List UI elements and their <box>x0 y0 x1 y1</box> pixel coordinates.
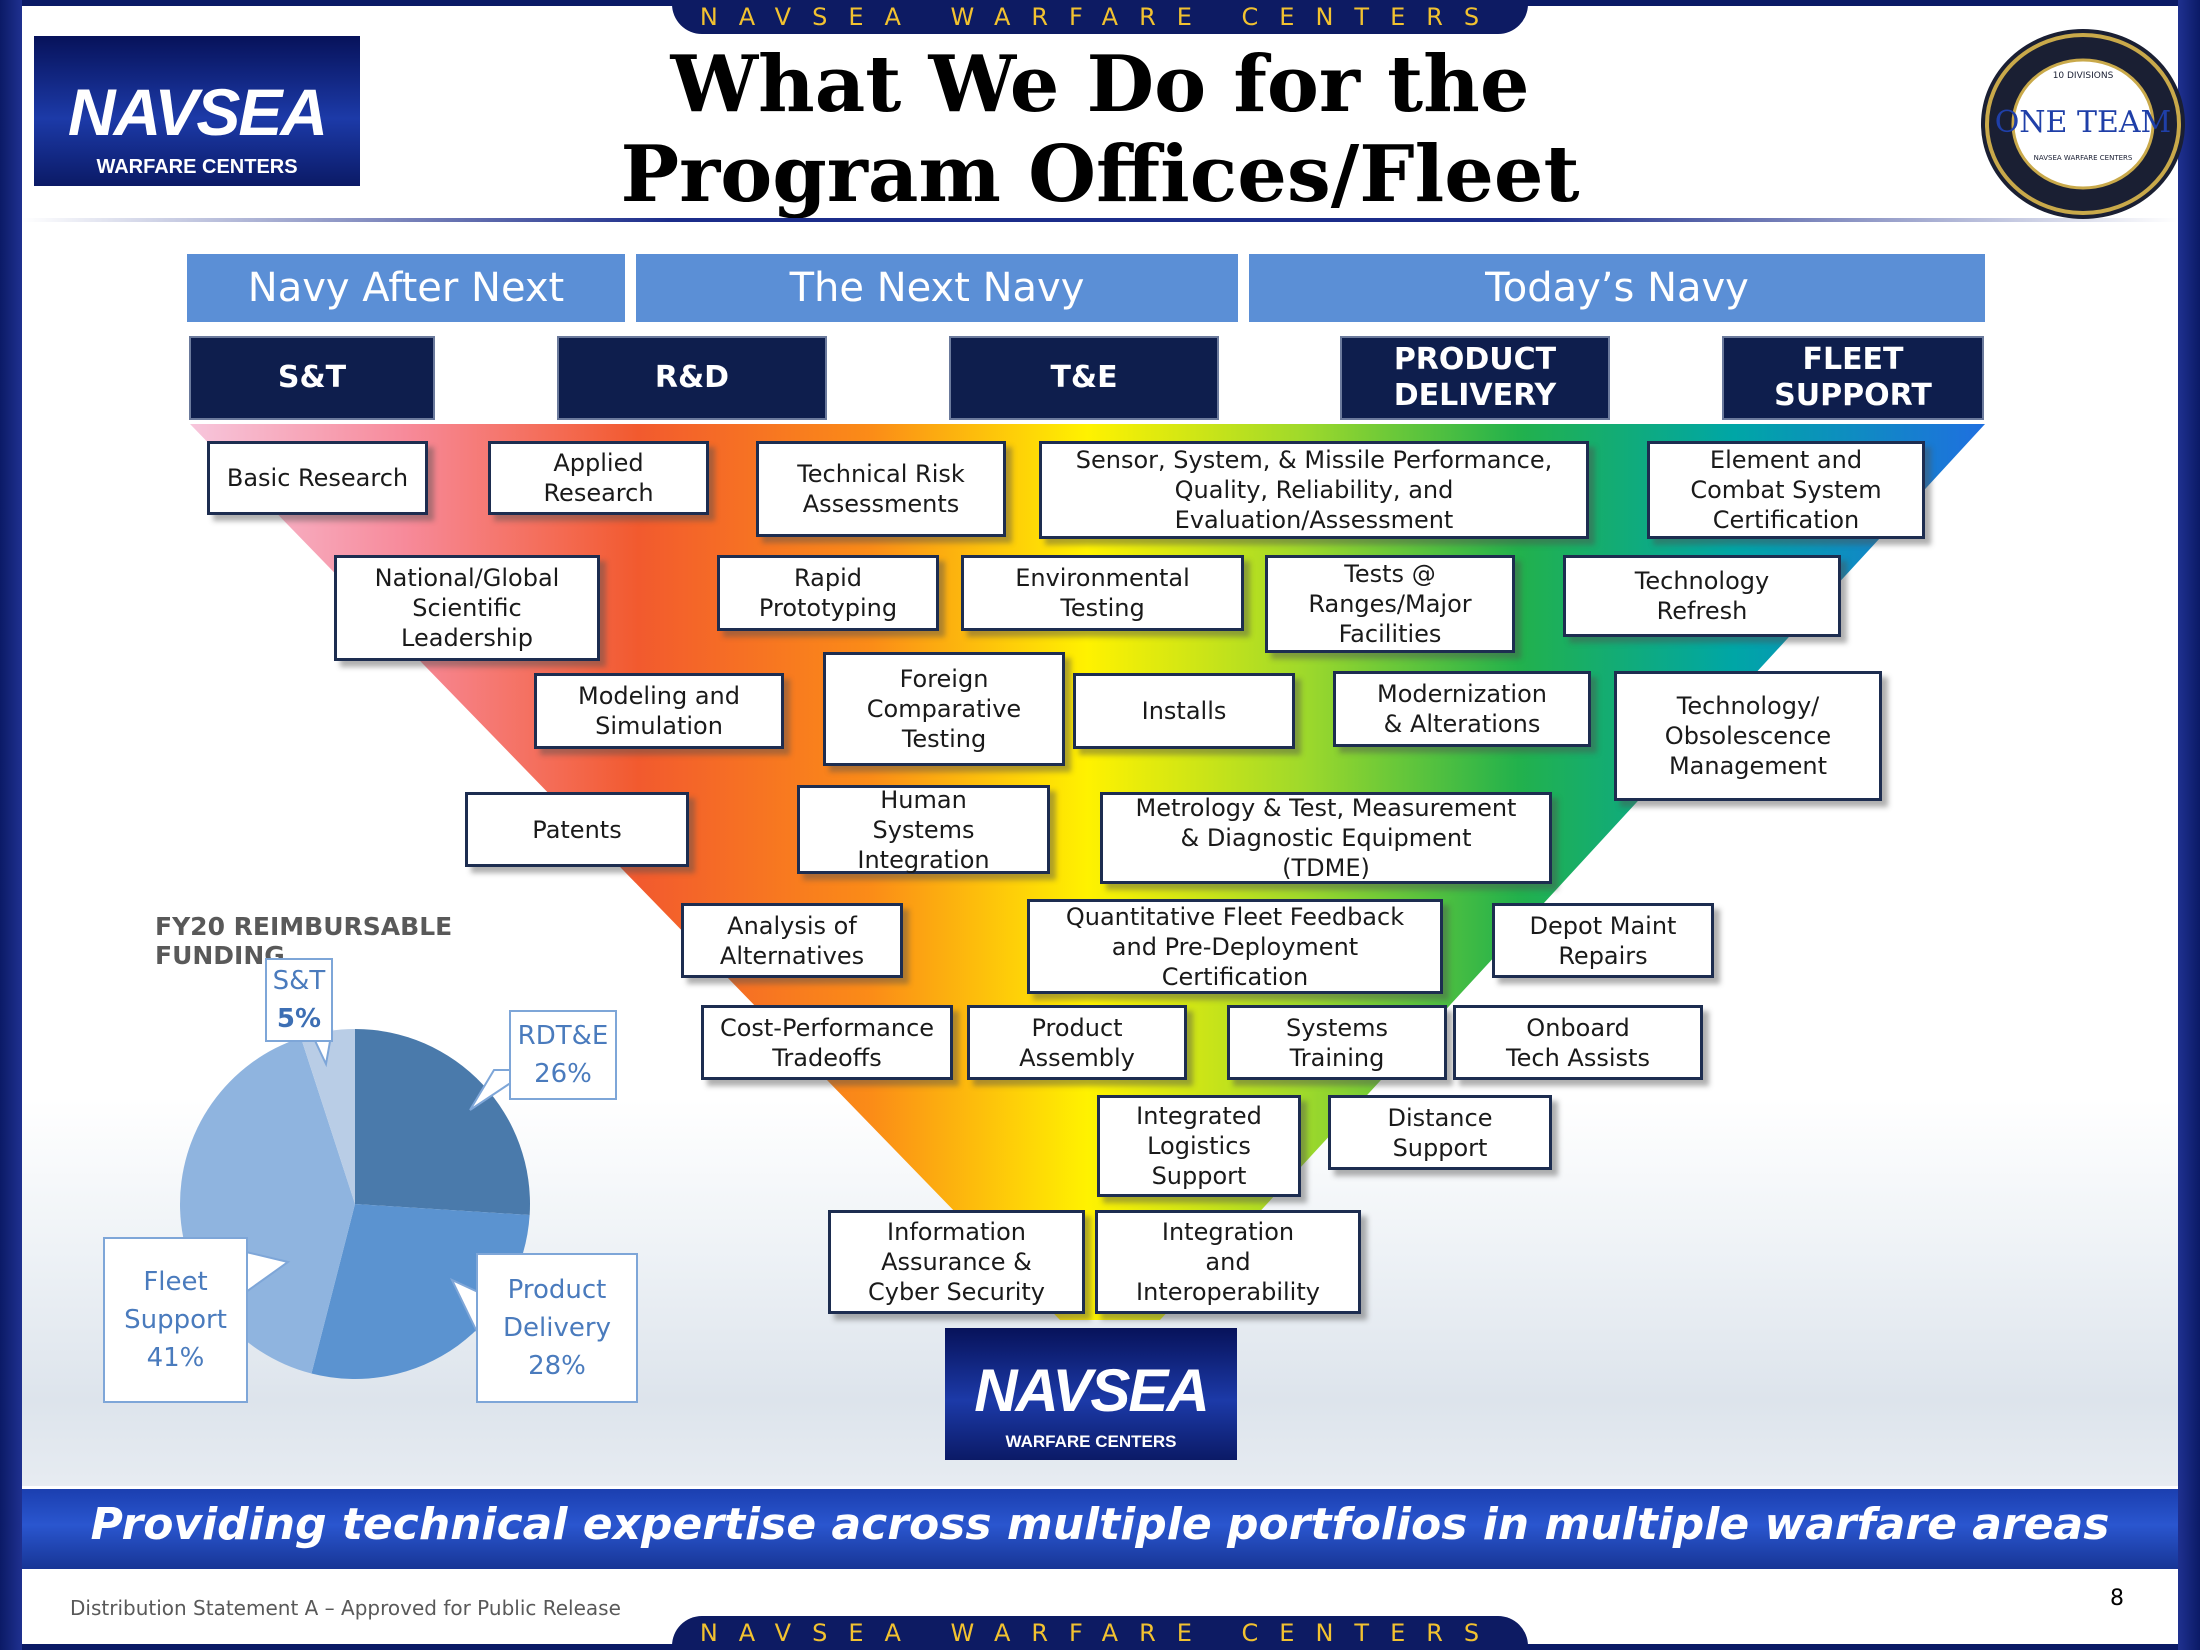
activity-systems-training: Systems Training <box>1227 1005 1447 1080</box>
band-todays-navy: Today’s Navy <box>1249 254 1985 322</box>
activity-depot-maint-repairs: Depot Maint Repairs <box>1492 903 1714 978</box>
title-line-2: Program Offices/Fleet <box>620 129 1580 220</box>
title-divider <box>22 218 2178 222</box>
activity-metrology-tdme: Metrology & Test, Measurement & Diagnost… <box>1100 792 1552 884</box>
activity-distance-support: Distance Support <box>1328 1095 1552 1170</box>
callout-st: S&T 5% <box>265 958 333 1042</box>
bottom-banner: NAVSEA WARFARE CENTERS <box>672 1616 1528 1650</box>
callout-percent: 28% <box>528 1351 586 1381</box>
seal-bottom-text: NAVSEA WARFARE CENTERS <box>2034 154 2133 162</box>
page-number: 8 <box>2110 1586 2124 1611</box>
chart-title: FY20 REIMBURSABLE FUNDING <box>155 912 453 970</box>
stage-label: R&D <box>654 360 730 395</box>
frame-right <box>2178 0 2200 1650</box>
stage-label: T&E <box>1050 360 1118 395</box>
tagline-band <box>22 1486 2178 1572</box>
callout-label-line-2: Support <box>124 1305 227 1335</box>
navsea-logo: NAVSEA WARFARE CENTERS <box>34 36 360 186</box>
activity-foreign-comparative-testing: Foreign Comparative Testing <box>823 652 1065 766</box>
tagline: Providing technical expertise across mul… <box>90 1499 2110 1550</box>
callout-label-line-2: Delivery <box>503 1313 611 1343</box>
callout-rdte: RDT&E 26% <box>509 1010 617 1100</box>
activity-integration-interoperability: Integration and Interoperability <box>1095 1210 1361 1314</box>
callout-label: S&T <box>272 966 326 996</box>
pie-slice-s-t <box>300 1029 355 1204</box>
activity-installs: Installs <box>1073 673 1295 749</box>
logo-subtitle: WARFARE CENTERS <box>96 156 298 178</box>
activity-cost-performance-tradeoffs: Cost-Performance Tradeoffs <box>701 1005 953 1080</box>
band-navy-after-next: Navy After Next <box>187 254 625 322</box>
navsea-logo-bottom: NAVSEA WARFARE CENTERS <box>945 1328 1237 1460</box>
activity-human-systems-integration: Human Systems Integration <box>797 785 1050 874</box>
one-team-seal: 10 DIVISIONS ONE TEAM NAVSEA WARFARE CEN… <box>1981 29 2185 219</box>
page-title: What We Do for the Program Offices/Fleet <box>560 40 1640 220</box>
seal-top-text: 10 DIVISIONS <box>2053 71 2114 81</box>
callout-label-line-1: Product <box>507 1275 607 1305</box>
stage-label-line-2: SUPPORT <box>1774 378 1932 413</box>
frame-left <box>0 0 22 1650</box>
pie-slice-product-delivery <box>311 1204 530 1379</box>
stage-label-line-2: DELIVERY <box>1393 378 1557 413</box>
activity-applied-research: Applied Research <box>488 441 709 515</box>
logo-subtitle: WARFARE CENTERS <box>1005 1432 1177 1451</box>
stage-rd: R&D <box>557 336 827 420</box>
callout-percent: 41% <box>146 1343 205 1373</box>
distribution-statement: Distribution Statement A – Approved for … <box>70 1596 621 1620</box>
logo-wordmark: NAVSEA <box>67 75 328 149</box>
activity-tests-ranges-facilities: Tests @ Ranges/Major Facilities <box>1265 555 1515 653</box>
stage-label-line-1: FLEET <box>1802 342 1904 377</box>
callout-percent: 5% <box>276 1004 322 1034</box>
activity-patents: Patents <box>465 792 689 867</box>
stage-product-delivery: PRODUCT DELIVERY <box>1340 336 1610 420</box>
activity-technical-risk-assessments: Technical Risk Assessments <box>756 441 1006 537</box>
stage-fleet-support: FLEET SUPPORT <box>1722 336 1984 420</box>
activity-quantitative-fleet-feedback: Quantitative Fleet Feedback and Pre-Depl… <box>1027 899 1443 994</box>
title-line-1: What We Do for the <box>670 39 1530 130</box>
stage-label: S&T <box>277 360 347 395</box>
activity-onboard-tech-assists: Onboard Tech Assists <box>1453 1005 1703 1080</box>
pie-slice-rdt-e <box>355 1029 530 1215</box>
activity-national-global-leadership: National/Global Scientific Leadership <box>334 555 600 661</box>
activity-information-assurance-cyber: Information Assurance & Cyber Security <box>828 1210 1085 1314</box>
funnel-triangle <box>190 424 1985 1320</box>
stage-te: T&E <box>949 336 1219 420</box>
callout-label-line-1: Fleet <box>143 1267 208 1297</box>
activity-element-combat-certification: Element and Combat System Certification <box>1647 441 1925 539</box>
activity-basic-research: Basic Research <box>207 441 428 515</box>
callout-percent: 26% <box>534 1059 592 1089</box>
callout-label: RDT&E <box>517 1021 609 1051</box>
seal-main-text: ONE TEAM <box>1995 105 2172 140</box>
band-next-navy: The Next Navy <box>636 254 1238 322</box>
activity-rapid-prototyping: Rapid Prototyping <box>717 555 939 631</box>
callout-product-delivery: Product Delivery 28% <box>476 1253 638 1403</box>
activity-modeling-simulation: Modeling and Simulation <box>534 673 784 749</box>
stage-st: S&T <box>189 336 435 420</box>
activity-analysis-of-alternatives: Analysis of Alternatives <box>681 903 903 978</box>
top-banner: NAVSEA WARFARE CENTERS <box>672 0 1528 34</box>
activity-product-assembly: Product Assembly <box>967 1005 1187 1080</box>
activity-environmental-testing: Environmental Testing <box>961 555 1244 631</box>
activity-sensor-system-missile-performance: Sensor, System, & Missile Performance, Q… <box>1039 441 1589 539</box>
activity-technology-obsolescence-management: Technology/ Obsolescence Management <box>1614 671 1882 801</box>
stage-label-line-1: PRODUCT <box>1393 342 1557 377</box>
activity-modernization-alterations: Modernization & Alterations <box>1333 671 1591 747</box>
logo-wordmark: NAVSEA <box>974 1357 1210 1424</box>
activity-integrated-logistics-support: Integrated Logistics Support <box>1097 1095 1301 1197</box>
callout-fleet-support: Fleet Support 41% <box>103 1237 248 1403</box>
activity-technology-refresh: Technology Refresh <box>1563 555 1841 637</box>
